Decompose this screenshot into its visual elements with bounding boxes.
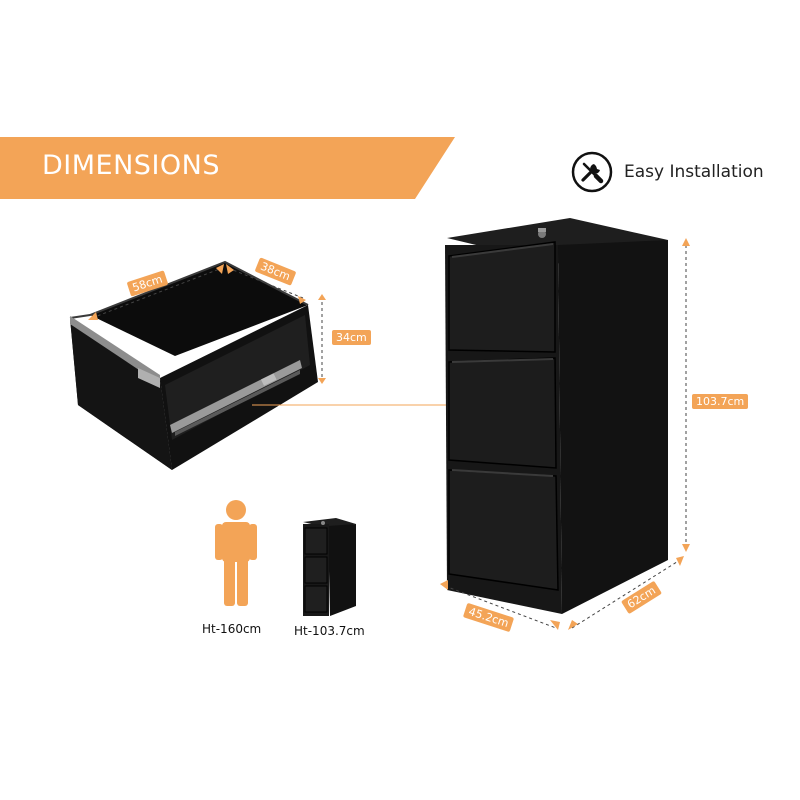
drawer-dimension-guides bbox=[91, 267, 323, 378]
person-height-caption: Ht-160cm bbox=[202, 622, 262, 636]
cabinet-height-label: 103.7cm bbox=[692, 394, 749, 409]
easy-installation-label: Easy Installation bbox=[624, 162, 764, 182]
dimensions-banner bbox=[0, 137, 455, 199]
cabinet-illustration bbox=[445, 218, 668, 614]
drawer-dimension-arrows bbox=[88, 264, 326, 384]
cabinet-dimension-arrows bbox=[440, 238, 690, 630]
small-cabinet-illustration bbox=[303, 518, 356, 616]
person-silhouette-icon bbox=[215, 500, 257, 606]
banner-shape bbox=[0, 137, 455, 199]
small-cabinet-height-caption: Ht-103.7cm bbox=[294, 624, 365, 638]
banner-title: DIMENSIONS bbox=[42, 150, 220, 181]
cabinet-dimension-guides bbox=[444, 245, 687, 629]
tools-icon bbox=[571, 151, 613, 193]
drawer-illustration bbox=[69, 260, 318, 470]
easy-installation-badge: Easy Installation bbox=[570, 150, 764, 194]
drawer-height-label: 34cm bbox=[332, 330, 371, 345]
